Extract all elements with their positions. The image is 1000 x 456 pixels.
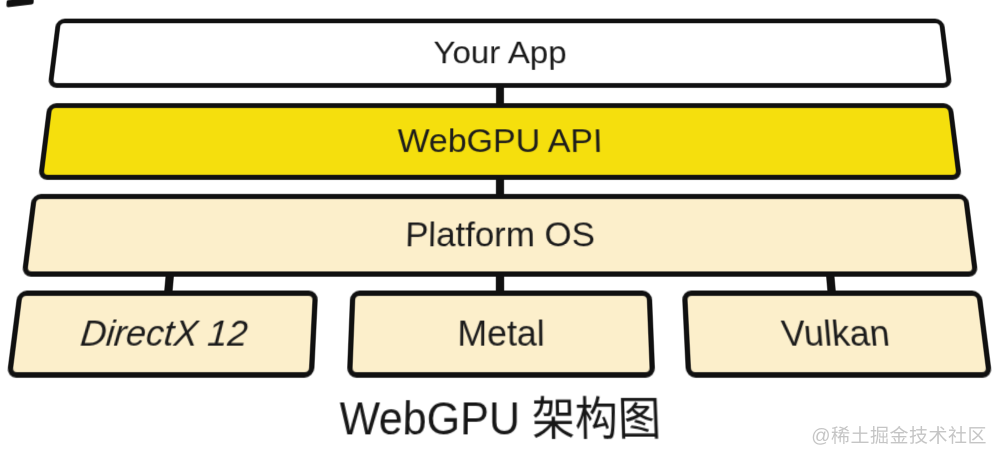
backend-label-directx-12: DirectX 12 bbox=[78, 313, 249, 355]
backend-box-directx-12: DirectX 12 bbox=[6, 290, 319, 378]
backend-box-metal: Metal bbox=[346, 290, 656, 378]
watermark-juejin-community: @稀土掘金技术社区 bbox=[811, 426, 987, 447]
layer-label-platform-os: Platform OS bbox=[404, 215, 596, 255]
layer-box-platform-os: Platform OS bbox=[21, 193, 979, 277]
layer-label-webgpu-api: WebGPU API bbox=[396, 122, 604, 160]
backend-label-metal: Metal bbox=[457, 313, 545, 355]
layer-box-your-app: Your App bbox=[47, 18, 953, 88]
layer-label-your-app: Your App bbox=[433, 35, 567, 71]
backend-box-vulkan: Vulkan bbox=[681, 290, 993, 378]
cropped-box-artifact bbox=[6, 0, 34, 8]
backend-label-vulkan: Vulkan bbox=[779, 313, 892, 355]
layer-box-webgpu-api: WebGPU API bbox=[37, 103, 963, 180]
